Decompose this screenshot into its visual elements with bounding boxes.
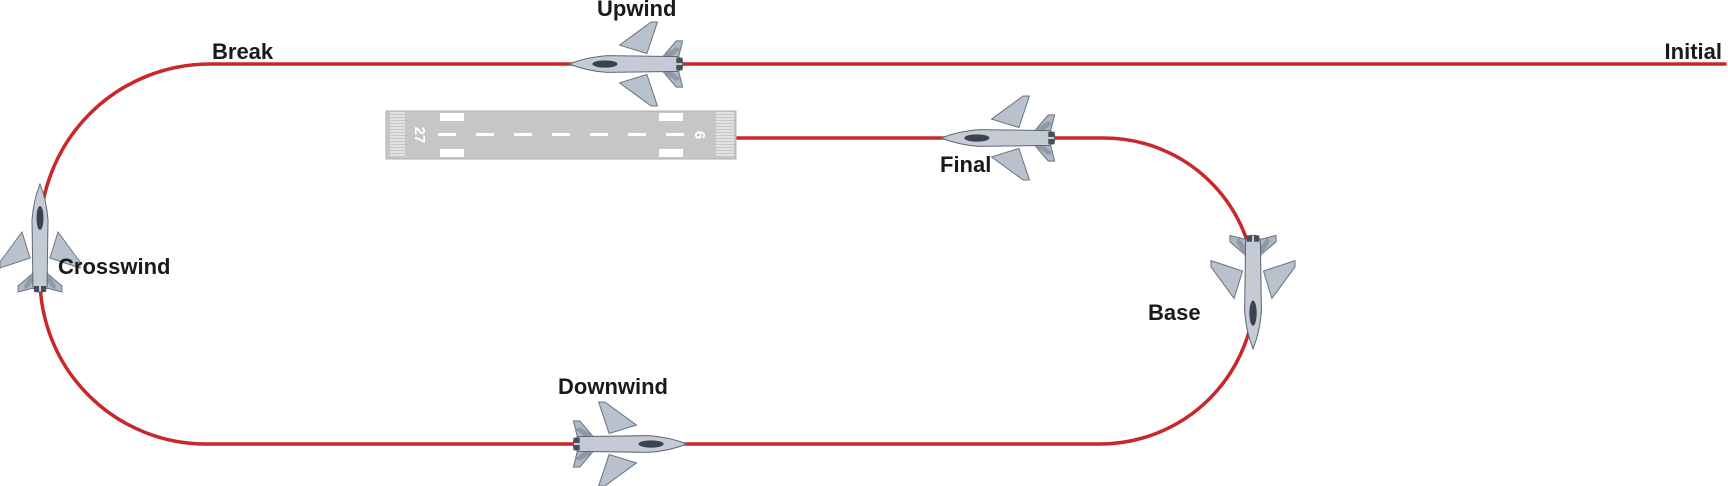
label-base: Base: [1148, 300, 1201, 325]
touchdown-markings: [440, 113, 683, 157]
centerline-markings: [438, 133, 684, 136]
runway-number-right: 9: [692, 131, 709, 139]
threshold-markings-right: [716, 112, 734, 156]
fighter-jet-icon: [1210, 234, 1296, 350]
threshold-markings-left: [390, 112, 405, 156]
label-initial: Initial: [1665, 39, 1722, 64]
label-upwind: Upwind: [597, 0, 676, 21]
label-crosswind: Crosswind: [58, 254, 170, 279]
label-downwind: Downwind: [558, 374, 668, 399]
label-final: Final: [940, 152, 991, 177]
pattern-path: [38, 62, 1727, 446]
label-break: Break: [212, 39, 274, 64]
runway: 27 9: [385, 110, 737, 160]
fighter-jet-icon: [572, 401, 688, 486]
runway-number-left: 27: [411, 127, 428, 144]
fighter-jet-icon: [568, 21, 684, 107]
